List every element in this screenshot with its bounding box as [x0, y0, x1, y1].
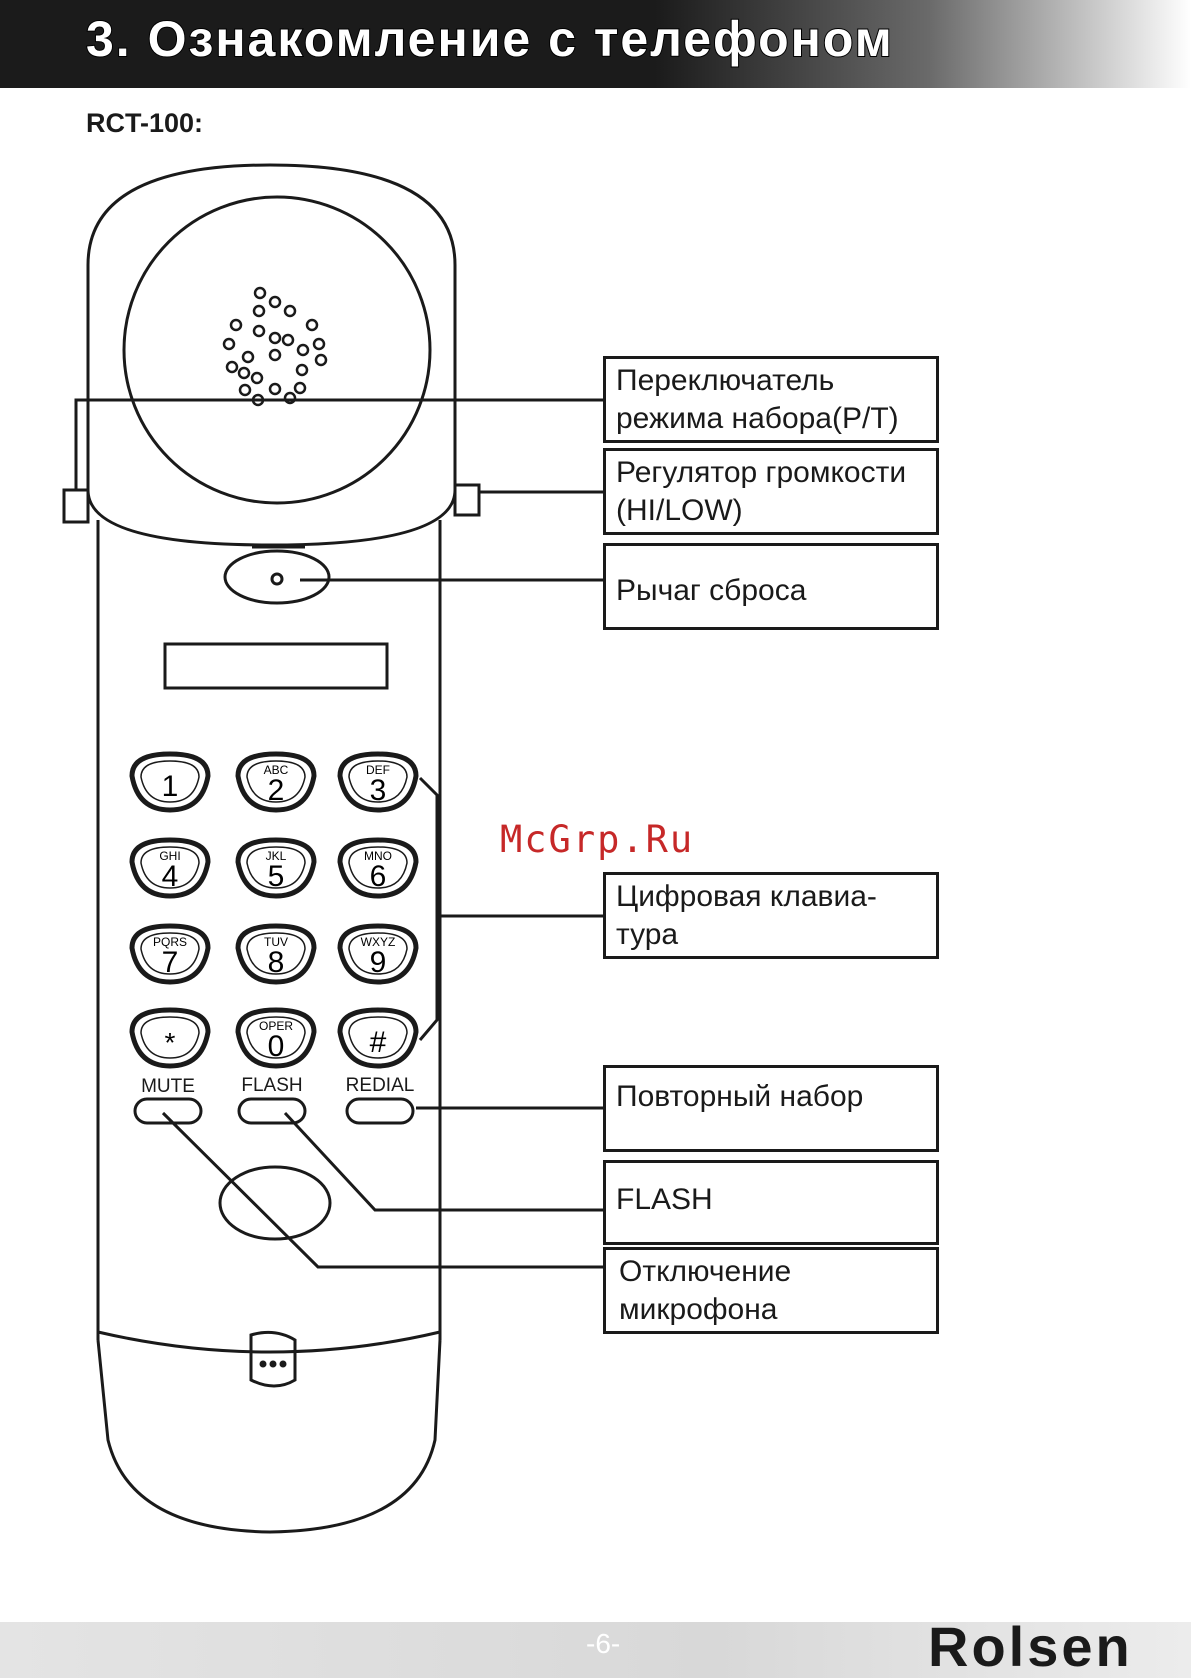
callout-flash: FLASH: [603, 1160, 939, 1245]
callout-volume: Регулятор громкости (HI/LOW): [603, 448, 939, 535]
callout-redial: Повторный набор: [603, 1065, 939, 1152]
mute-label: MUTE: [141, 1076, 195, 1097]
mode-switch: [64, 490, 88, 522]
watermark: McGrp.Ru: [500, 818, 694, 861]
key-digit: *: [165, 1027, 176, 1058]
callout-keypad-line1: Цифровая клавиа-: [616, 878, 926, 916]
callout-hook-line1: Рычаг сброса: [616, 572, 926, 610]
key-hash[interactable]: #: [340, 1010, 416, 1066]
callout-keypad: Цифровая клавиа- тура: [603, 872, 939, 959]
callout-mute-line1: Отключение: [619, 1253, 926, 1291]
key-1[interactable]: 1: [132, 754, 208, 810]
talk-button: [220, 1167, 330, 1239]
flash-button: [239, 1099, 305, 1123]
key-digit: #: [370, 1026, 387, 1059]
body-divider: [98, 1332, 440, 1352]
callout-volume-line2: (HI/LOW): [616, 492, 926, 530]
key-digit: 2: [268, 774, 285, 807]
redial-label: REDIAL: [346, 1075, 415, 1096]
leader-flash: [285, 1113, 604, 1210]
callout-mode-line2: режима набора(P/T): [616, 400, 926, 438]
mic-dots: [260, 1361, 287, 1368]
callout-flash-line1: FLASH: [616, 1181, 926, 1219]
key-digit: 8: [268, 946, 285, 979]
callout-mute-line2: микрофона: [619, 1291, 926, 1329]
redial-button: [347, 1099, 413, 1123]
page-number: -6-: [586, 1628, 620, 1660]
callout-mode-switch: Переключатель режима набора(P/T): [603, 356, 939, 443]
earpiece-housing: [88, 165, 455, 545]
callout-hook: Рычаг сброса: [603, 543, 939, 630]
key-digit: 4: [162, 860, 179, 893]
speaker-holes: [224, 288, 326, 405]
callout-redial-line1: Повторный набор: [616, 1078, 926, 1116]
mic-grille: [251, 1332, 295, 1386]
key-star[interactable]: *: [132, 1010, 208, 1066]
brand-logo: Rolsen: [928, 1614, 1133, 1679]
handset-bottom: [98, 1340, 440, 1532]
key-digit: 3: [370, 774, 387, 807]
display-window: [165, 644, 387, 688]
key-digit: 0: [268, 1030, 285, 1063]
callout-mute: Отключение микрофона: [603, 1247, 939, 1334]
key-digit: 6: [370, 860, 387, 893]
hook-dot: [272, 574, 282, 584]
volume-switch: [455, 485, 479, 515]
leader-mute: [163, 1113, 604, 1267]
function-button-shapes: [135, 1099, 413, 1123]
callout-volume-line1: Регулятор громкости: [616, 454, 926, 492]
key-digit: 9: [370, 946, 387, 979]
keypad-bracket: [420, 778, 437, 1040]
callout-mode-line1: Переключатель: [616, 362, 926, 400]
hook-lever: [225, 551, 329, 603]
key-digit: 7: [162, 946, 179, 979]
key-digit: 5: [268, 860, 285, 893]
key-digit: 1: [162, 770, 179, 803]
flash-label: FLASH: [241, 1075, 302, 1096]
callout-keypad-line2: тура: [616, 916, 926, 954]
